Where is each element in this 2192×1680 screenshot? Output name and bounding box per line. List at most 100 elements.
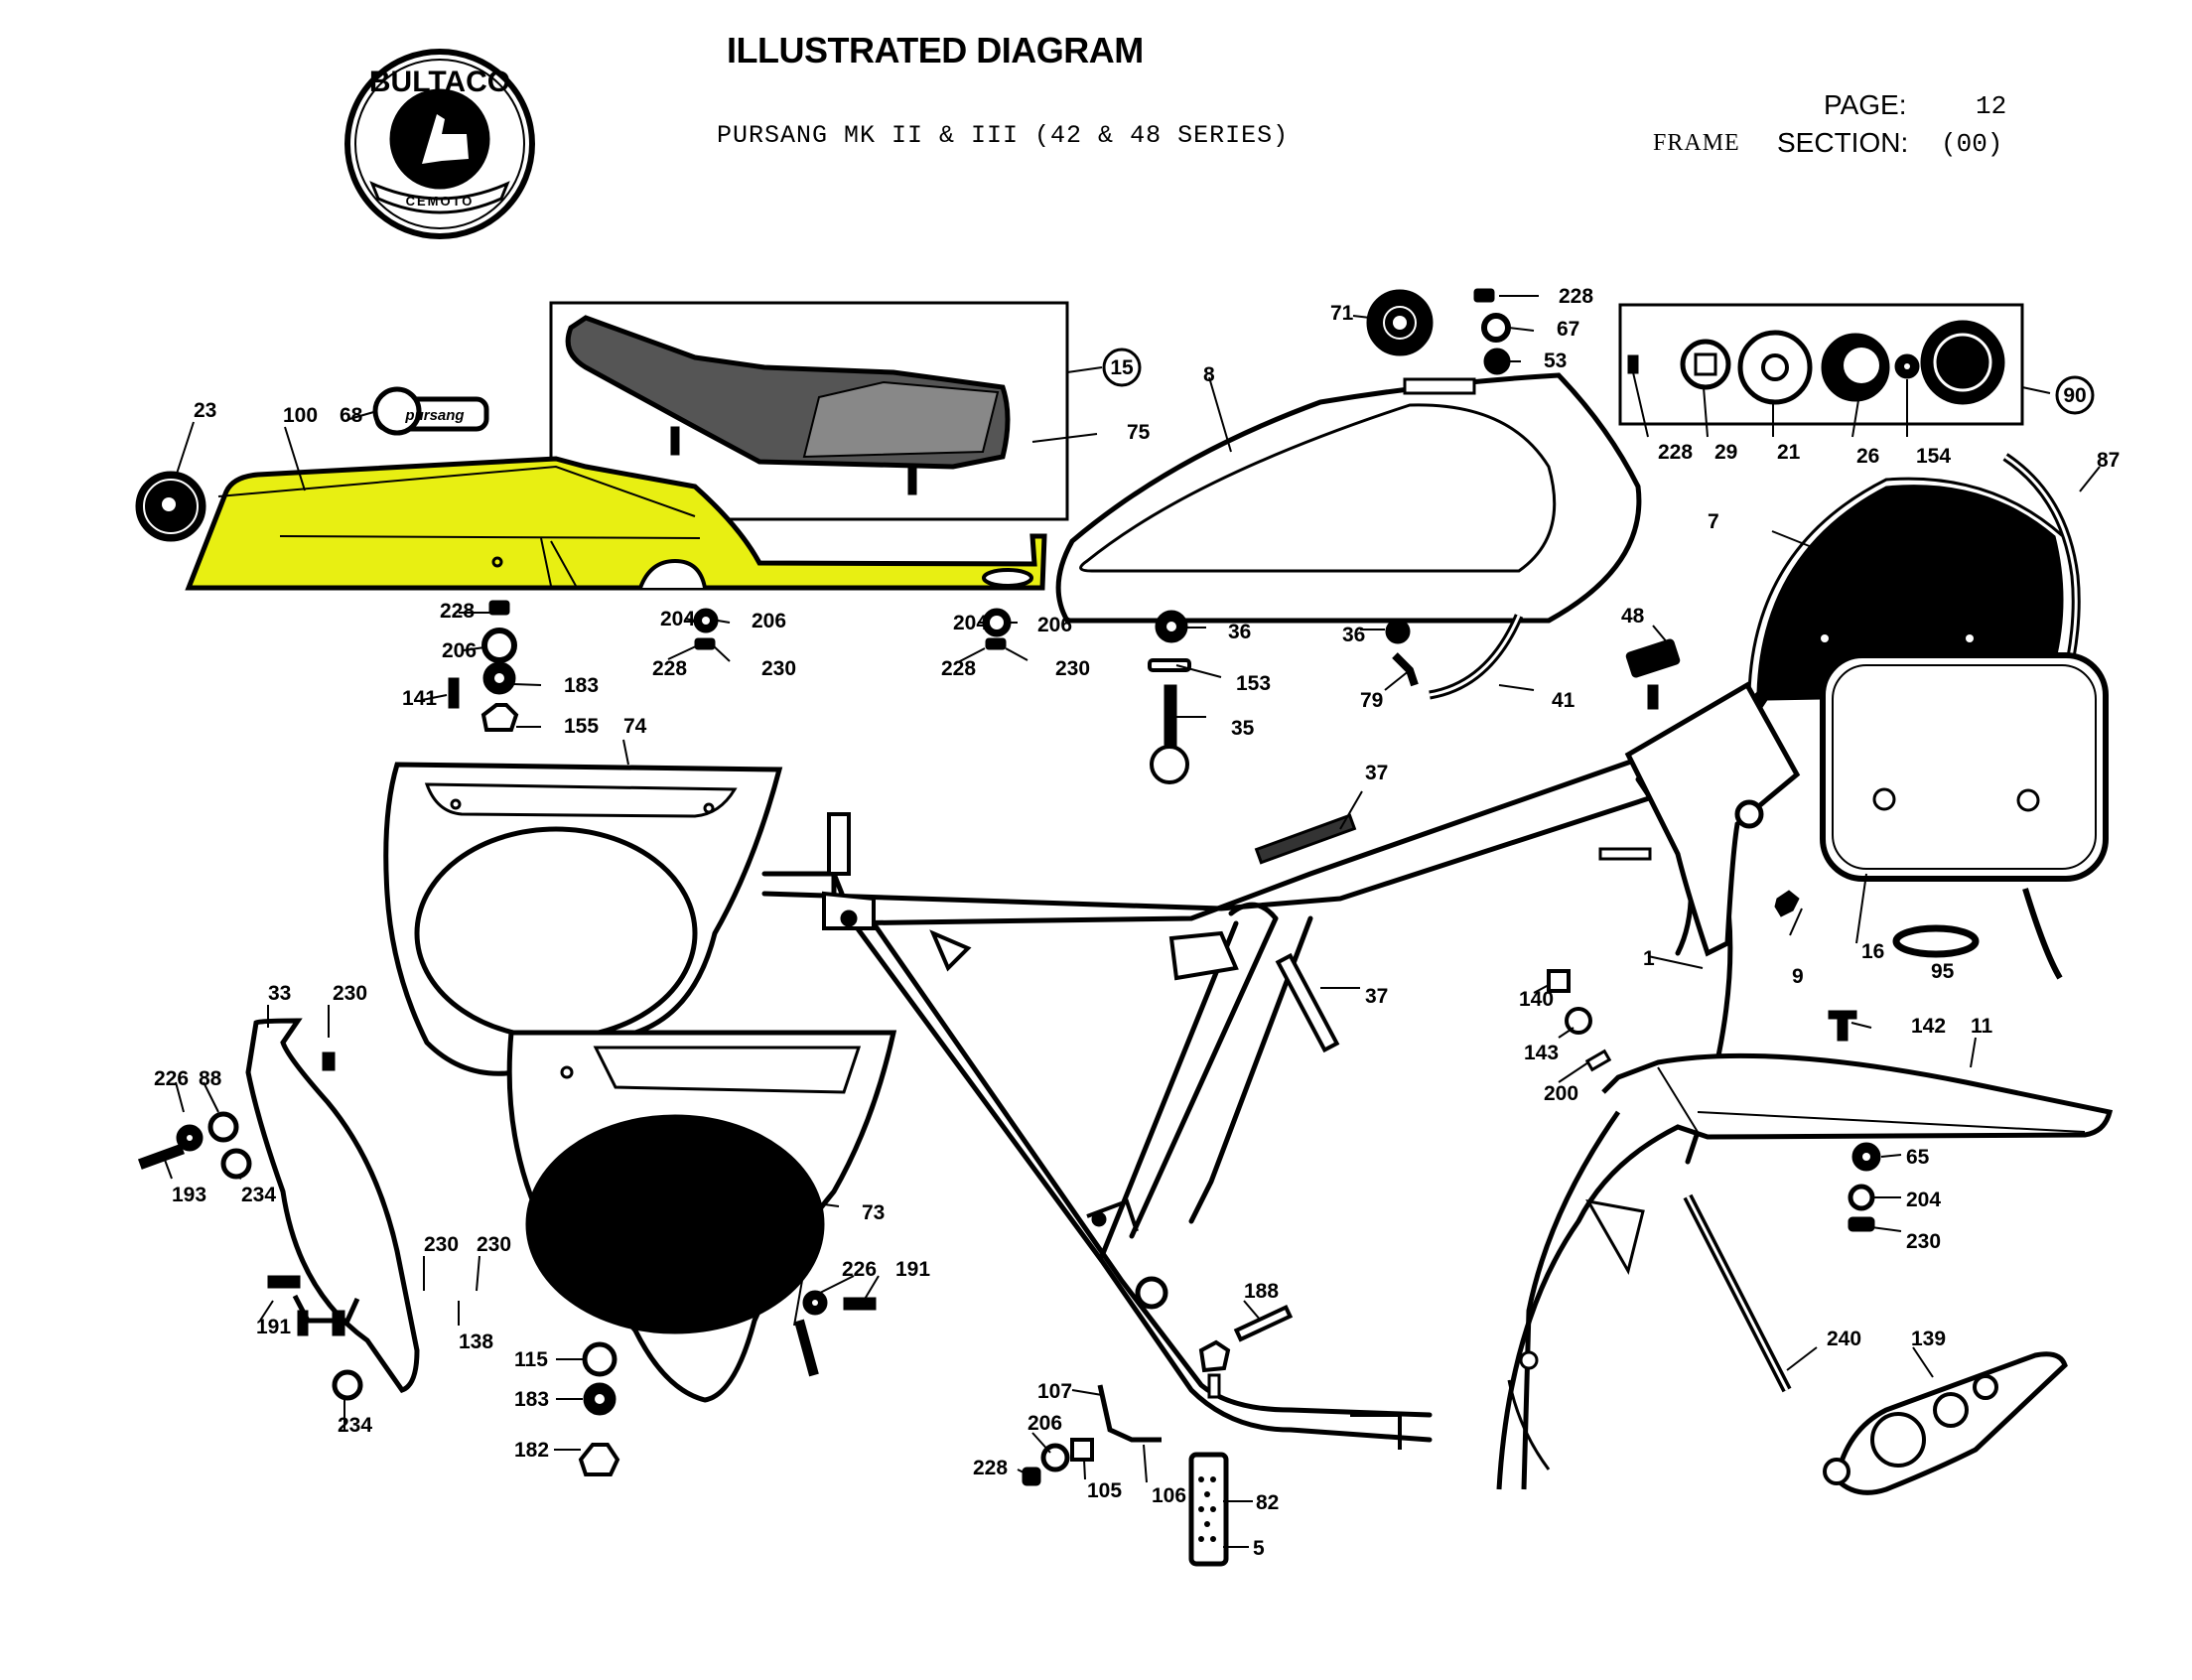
part-label-234[interactable]: 234 <box>338 1414 372 1437</box>
part-label-107[interactable]: 107 <box>1037 1380 1072 1403</box>
part-label-65[interactable]: 65 <box>1906 1146 1930 1169</box>
logo-banner-text: CEMOTO <box>406 194 475 209</box>
part-label-53[interactable]: 53 <box>1544 350 1567 372</box>
part-label-230[interactable]: 230 <box>424 1233 459 1256</box>
part-label-183[interactable]: 183 <box>514 1388 549 1411</box>
part-label-226[interactable]: 226 <box>154 1067 189 1090</box>
part-label-204[interactable]: 204 <box>1906 1189 1941 1211</box>
hardware-icons <box>137 600 2068 1567</box>
part-label-155[interactable]: 155 <box>564 715 599 738</box>
part-number-labels: 23 100 68 75 8 71 228 67 53 228 29 21 26 154 87 7 228 206… <box>154 285 2120 1560</box>
part-label-139[interactable]: 139 <box>1911 1328 1946 1350</box>
part-label-1[interactable]: 1 <box>1643 947 1655 970</box>
part-label-82[interactable]: 82 <box>1256 1491 1279 1514</box>
part-label-204[interactable]: 204 <box>953 612 988 634</box>
part-label-37[interactable]: 37 <box>1365 762 1388 784</box>
part-label-228[interactable]: 228 <box>652 657 687 680</box>
part-label-105[interactable]: 105 <box>1087 1479 1122 1502</box>
part-label-143[interactable]: 143 <box>1524 1042 1559 1064</box>
part-label-228[interactable]: 228 <box>1658 441 1693 464</box>
part-label-234[interactable]: 234 <box>241 1184 276 1206</box>
part-label-68[interactable]: 68 <box>340 404 363 427</box>
part-label-200[interactable]: 200 <box>1544 1082 1578 1105</box>
part-label-206[interactable]: 206 <box>1037 614 1072 636</box>
part-label-154[interactable]: 154 <box>1916 445 1951 468</box>
part-label-5[interactable]: 5 <box>1253 1537 1265 1560</box>
part-label-67[interactable]: 67 <box>1557 318 1579 341</box>
part-label-240[interactable]: 240 <box>1827 1328 1861 1350</box>
part-label-230[interactable]: 230 <box>1906 1230 1941 1253</box>
part-label-204[interactable]: 204 <box>660 608 695 630</box>
part-label-230[interactable]: 230 <box>761 657 796 680</box>
part-label-228[interactable]: 228 <box>973 1457 1008 1479</box>
part-label-88[interactable]: 88 <box>199 1067 222 1090</box>
part-label-11[interactable]: 11 <box>1971 1015 1993 1038</box>
part-label-191[interactable]: 191 <box>895 1258 930 1281</box>
part-label-26[interactable]: 26 <box>1856 445 1879 468</box>
part-label-23[interactable]: 23 <box>194 399 216 422</box>
frame-1 <box>761 681 1801 1450</box>
part-label-226[interactable]: 226 <box>842 1258 877 1281</box>
part-label-36[interactable]: 36 <box>1342 624 1365 646</box>
part-label-230[interactable]: 230 <box>1055 657 1090 680</box>
frame-label: FRAME <box>1653 130 1740 156</box>
part-label-191[interactable]: 191 <box>256 1316 291 1338</box>
part-label-37[interactable]: 37 <box>1365 985 1388 1008</box>
bultaco-logo: BULTACO CEMOTO <box>344 49 535 239</box>
leader-lines <box>161 295 2101 1548</box>
part-label-142[interactable]: 142 <box>1911 1015 1946 1038</box>
tank-badge-71 <box>1366 289 1434 356</box>
ring-95-icon <box>1892 924 1980 958</box>
part-label-153[interactable]: 153 <box>1236 672 1271 695</box>
part-label-21[interactable]: 21 <box>1777 441 1801 464</box>
callout-label-cap[interactable]: 90 <box>2063 384 2086 407</box>
part-label-36[interactable]: 36 <box>1228 621 1251 643</box>
callout-label-seat[interactable]: 15 <box>1110 356 1134 379</box>
section-label: SECTION: <box>1777 127 1909 158</box>
part-label-95[interactable]: 95 <box>1931 960 1955 983</box>
badge-23 <box>135 471 206 542</box>
part-label-106[interactable]: 106 <box>1152 1484 1186 1507</box>
part-label-228[interactable]: 228 <box>1559 285 1593 308</box>
part-label-100[interactable]: 100 <box>283 404 318 427</box>
logo-brand-text: BULTACO <box>369 66 510 98</box>
part-label-140[interactable]: 140 <box>1519 988 1554 1011</box>
part-label-230[interactable]: 230 <box>333 982 367 1005</box>
washer-67-icon <box>1481 313 1511 343</box>
part-label-29[interactable]: 29 <box>1714 441 1737 464</box>
part-label-9[interactable]: 9 <box>1792 965 1804 988</box>
part-label-206[interactable]: 206 <box>1028 1412 1062 1435</box>
part-label-193[interactable]: 193 <box>172 1184 206 1206</box>
part-label-206[interactable]: 206 <box>442 639 477 662</box>
part-label-188[interactable]: 188 <box>1244 1280 1279 1303</box>
part-label-16[interactable]: 16 <box>1861 940 1884 963</box>
side-panel-73 <box>506 1030 897 1403</box>
fuel-tank-8 <box>1055 372 1642 624</box>
part-label-228[interactable]: 228 <box>440 600 475 623</box>
diagram-title: ILLUSTRATED DIAGRAM <box>727 30 1144 70</box>
part-label-73[interactable]: 73 <box>862 1201 885 1224</box>
part-100-highlighted[interactable] <box>185 456 1047 591</box>
part-label-182[interactable]: 182 <box>514 1439 549 1462</box>
part-label-87[interactable]: 87 <box>2097 449 2120 472</box>
part-label-48[interactable]: 48 <box>1621 605 1645 628</box>
part-label-183[interactable]: 183 <box>564 674 599 697</box>
page-number: 12 <box>1976 91 2007 121</box>
part-label-7[interactable]: 7 <box>1708 510 1719 533</box>
part-label-74[interactable]: 74 <box>623 715 647 738</box>
part-label-79[interactable]: 79 <box>1360 689 1383 712</box>
part-label-115[interactable]: 115 <box>514 1348 548 1371</box>
part-label-35[interactable]: 35 <box>1231 717 1255 740</box>
part-label-75[interactable]: 75 <box>1127 421 1151 444</box>
part-label-228[interactable]: 228 <box>941 657 976 680</box>
part-label-33[interactable]: 33 <box>268 982 291 1005</box>
page-label: PAGE: <box>1824 89 1907 120</box>
part-label-206[interactable]: 206 <box>752 610 786 632</box>
part-label-141[interactable]: 141 <box>402 687 437 710</box>
part-label-230[interactable]: 230 <box>477 1233 511 1256</box>
part-label-138[interactable]: 138 <box>459 1330 493 1353</box>
part-label-71[interactable]: 71 <box>1330 302 1354 325</box>
part-label-41[interactable]: 41 <box>1552 689 1576 712</box>
part-label-8[interactable]: 8 <box>1203 363 1215 386</box>
